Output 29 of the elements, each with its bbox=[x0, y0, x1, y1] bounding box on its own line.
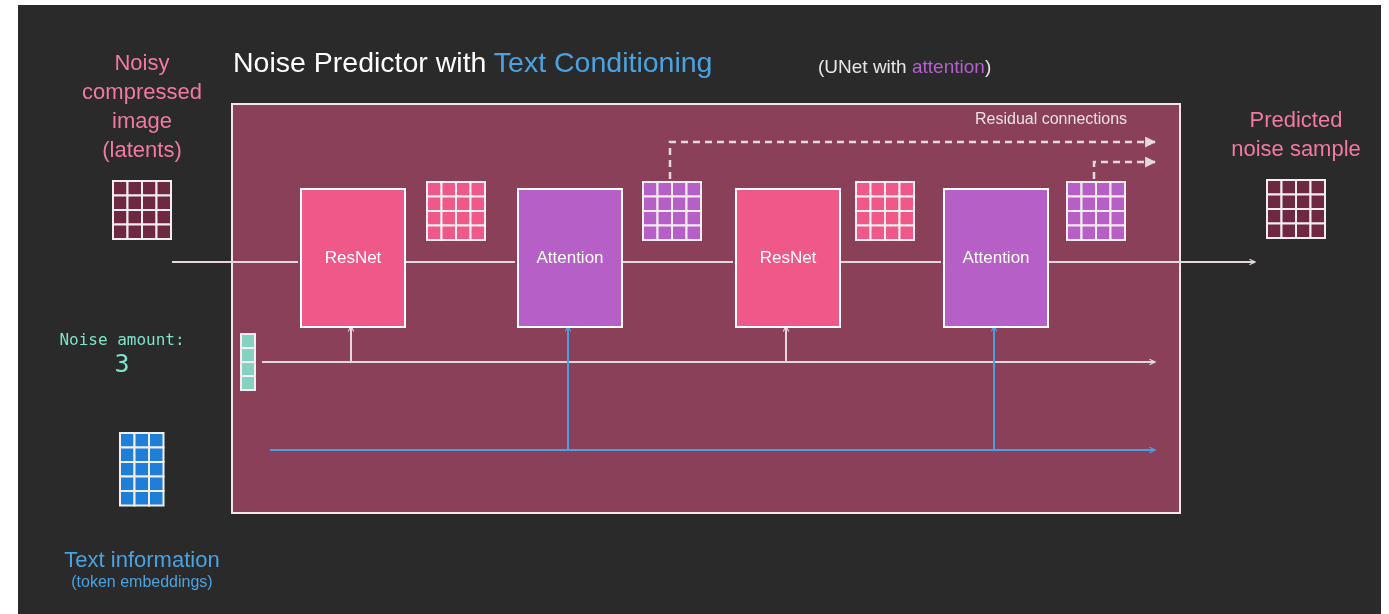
block-label: Attention bbox=[962, 248, 1030, 268]
arrow bbox=[261, 358, 1156, 366]
unet-panel bbox=[231, 103, 1181, 514]
text-input-label: Text information bbox=[64, 546, 220, 573]
resnet-block bbox=[300, 188, 406, 328]
text-input-subtitle: (token embeddings) bbox=[71, 572, 213, 591]
attention-block bbox=[517, 188, 623, 328]
output-label: Predicted noise sample bbox=[1230, 106, 1362, 163]
attention-output-grid bbox=[1066, 181, 1126, 241]
residual-arrow bbox=[1092, 156, 1157, 179]
residual-label: Residual connections bbox=[975, 110, 1128, 128]
block-label: ResNet bbox=[324, 248, 382, 268]
connector-line bbox=[620, 261, 734, 263]
attention-block bbox=[943, 188, 1049, 328]
arrow bbox=[1046, 258, 1256, 266]
attention-output-grid bbox=[642, 181, 702, 241]
input-label: Noisy compressed image (latents) bbox=[81, 49, 203, 164]
block-label: ResNet bbox=[759, 248, 817, 268]
residual-arrow bbox=[668, 136, 1157, 179]
noise-value: 3 bbox=[114, 349, 130, 378]
diagram-title: Noise Predictor with Text Conditioning bbox=[233, 46, 713, 79]
arrow bbox=[269, 446, 1156, 454]
noise-label: Noise amount: bbox=[59, 330, 185, 349]
subtitle: (UNet with attention) bbox=[818, 56, 992, 78]
connector-line bbox=[838, 261, 942, 263]
connector-line bbox=[403, 261, 516, 263]
block-label: Attention bbox=[536, 248, 604, 268]
resnet-block bbox=[735, 188, 841, 328]
connector-line bbox=[171, 261, 299, 263]
